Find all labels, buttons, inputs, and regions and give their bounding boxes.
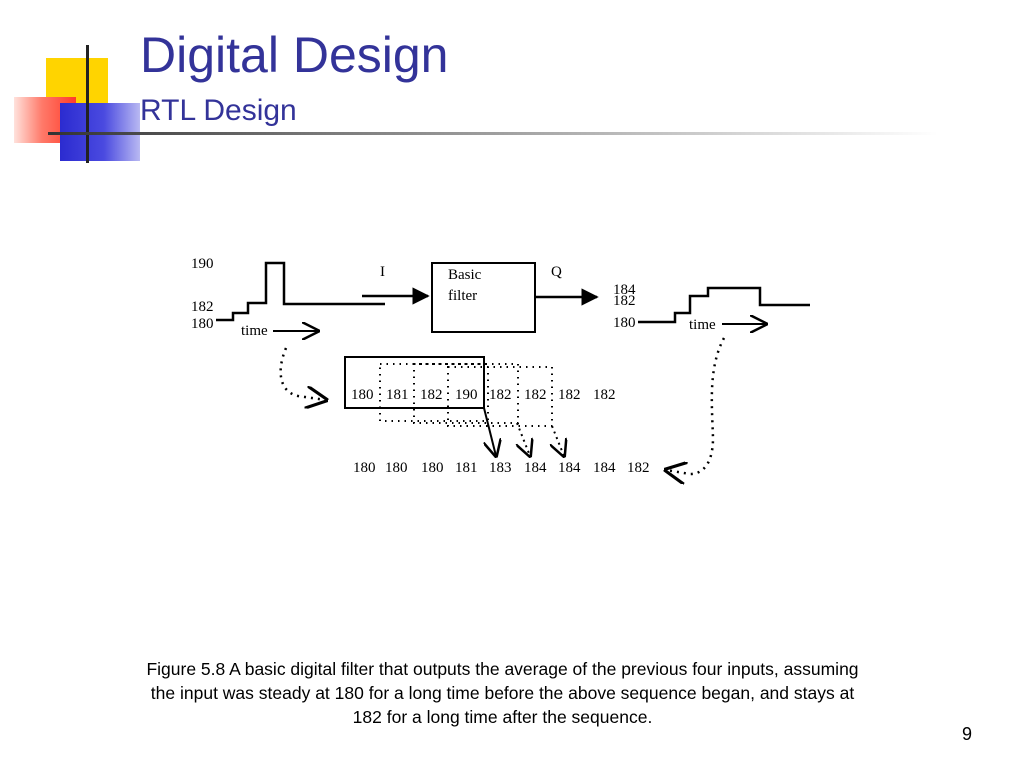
input-port-label: I (380, 264, 385, 280)
filter-box (431, 262, 536, 333)
slide-subtitle: RTL Design (140, 94, 297, 127)
output-sample: 180 (421, 460, 444, 476)
output-sequence-to-waveform-connector (666, 337, 726, 474)
output-sample: 182 (627, 460, 650, 476)
window-output-arrow-2 (517, 422, 530, 456)
vertical-rule-decoration (86, 45, 89, 163)
input-sample: 182 (489, 387, 512, 403)
output-level-184-label: 184 (613, 282, 636, 298)
output-sample: 180 (385, 460, 408, 476)
input-sample: 190 (455, 387, 478, 403)
output-port-label: Q (551, 264, 562, 280)
output-sample: 184 (524, 460, 547, 476)
input-sequence: 180 181 182 190 182 182 182 182 (351, 387, 616, 403)
input-sample: 182 (593, 387, 616, 403)
output-signal-trace (638, 286, 810, 324)
figure-caption: Figure 5.8 A basic digital filter that o… (146, 659, 859, 727)
input-time-axis-label: time (241, 323, 268, 339)
filter-label-line1: Basic (448, 267, 482, 283)
input-sample: 182 (420, 387, 443, 403)
output-sample: 184 (558, 460, 581, 476)
input-sample: 180 (351, 387, 374, 403)
window-output-arrow-1 (483, 407, 496, 456)
averaging-window-dotted-3 (447, 366, 553, 427)
input-waveform: 190 182 180 time (191, 256, 385, 339)
input-sample: 181 (386, 387, 409, 403)
basic-filter-block: I Basic filter Q (362, 262, 599, 333)
output-level-182-label: 182 (613, 293, 636, 309)
input-sample: 182 (558, 387, 581, 403)
output-level-180-label: 180 (613, 315, 636, 331)
averaging-window-dotted-2 (413, 363, 519, 424)
filter-label-line2: filter (448, 288, 477, 304)
output-sample: 183 (489, 460, 512, 476)
averaging-window-dotted-1 (379, 363, 489, 422)
slide-number: 9 (962, 724, 973, 744)
averaging-window-solid (344, 356, 485, 409)
input-level-190-label: 190 (191, 256, 214, 272)
input-level-180-label: 180 (191, 316, 214, 332)
output-sequence: 180 180 180 181 183 184 184 184 182 (353, 460, 650, 476)
title-underline-rule (48, 132, 938, 135)
window-output-arrow-3 (552, 425, 564, 456)
slide-title: Digital Design (140, 27, 449, 83)
output-sample: 181 (455, 460, 478, 476)
input-level-182-label: 182 (191, 299, 214, 315)
time-to-sequence-connector (279, 347, 326, 400)
output-time-axis-label: time (689, 317, 716, 333)
output-sample: 184 (593, 460, 616, 476)
output-waveform: 184 182 180 time (613, 282, 810, 333)
output-sample: 180 (353, 460, 376, 476)
input-sample: 182 (524, 387, 547, 403)
input-signal-trace (216, 261, 385, 322)
